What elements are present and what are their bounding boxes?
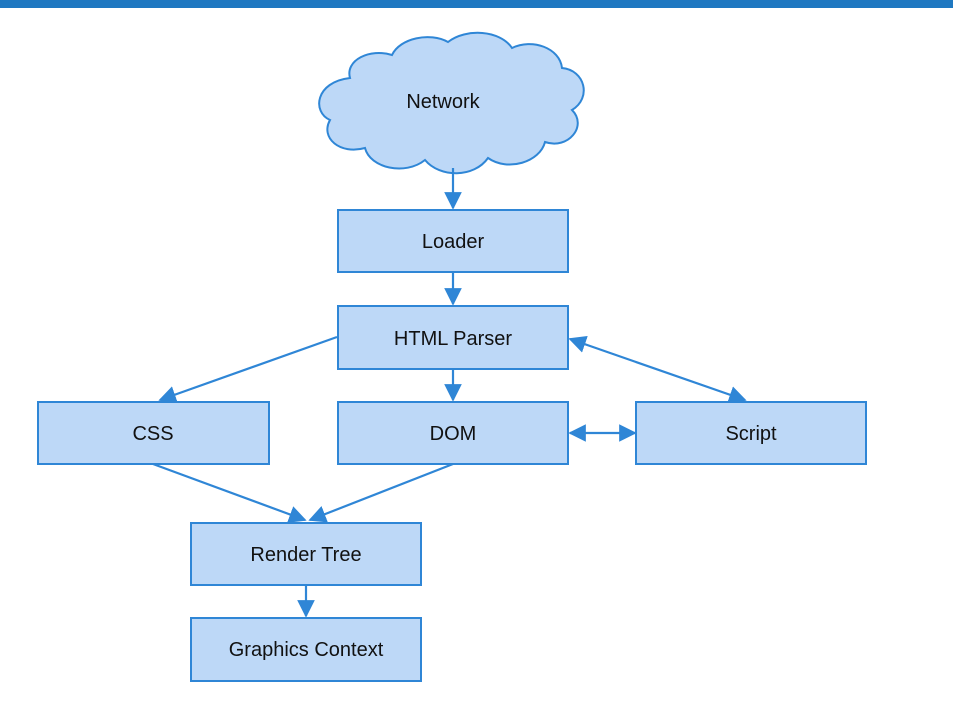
dom-box	[337, 401, 569, 465]
edge-parser-script	[568, 335, 747, 404]
node-css: CSS	[37, 401, 270, 465]
node-render-tree: Render Tree	[190, 522, 422, 586]
html-parser-label: HTML Parser	[394, 328, 513, 350]
edge-css-render	[152, 462, 307, 523]
render-tree-label: Render Tree	[250, 544, 361, 566]
render-tree-box	[190, 522, 422, 586]
edge-parser-css	[158, 335, 338, 403]
dom-label: DOM	[430, 423, 477, 445]
network-cloud-shape	[318, 31, 585, 175]
node-script: Script	[635, 401, 867, 465]
network-label: Network	[406, 91, 480, 113]
loader-box	[337, 209, 569, 273]
css-label: CSS	[132, 423, 173, 445]
css-box	[37, 401, 270, 465]
top-accent-bar	[0, 0, 953, 8]
node-loader: Loader	[337, 209, 569, 273]
script-label: Script	[725, 423, 777, 445]
script-box	[635, 401, 867, 465]
edge-dom-render	[308, 462, 454, 523]
edges	[152, 168, 747, 618]
html-parser-box	[337, 305, 569, 370]
graphics-context-box	[190, 617, 422, 682]
node-html-parser: HTML Parser	[337, 305, 569, 370]
node-graphics-context: Graphics Context	[190, 617, 422, 682]
graphics-context-label: Graphics Context	[229, 639, 384, 661]
node-network: Network	[318, 31, 585, 175]
node-dom: DOM	[337, 401, 569, 465]
loader-label: Loader	[422, 231, 485, 253]
